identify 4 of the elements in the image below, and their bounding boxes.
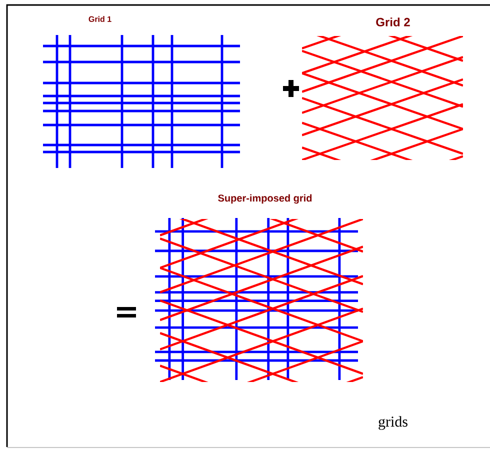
heading: Super-imposed grid: [218, 194, 312, 204]
heading: Grid 2: [376, 18, 410, 26]
heading: Grid 1: [88, 16, 112, 22]
heading: grids: [378, 416, 408, 430]
